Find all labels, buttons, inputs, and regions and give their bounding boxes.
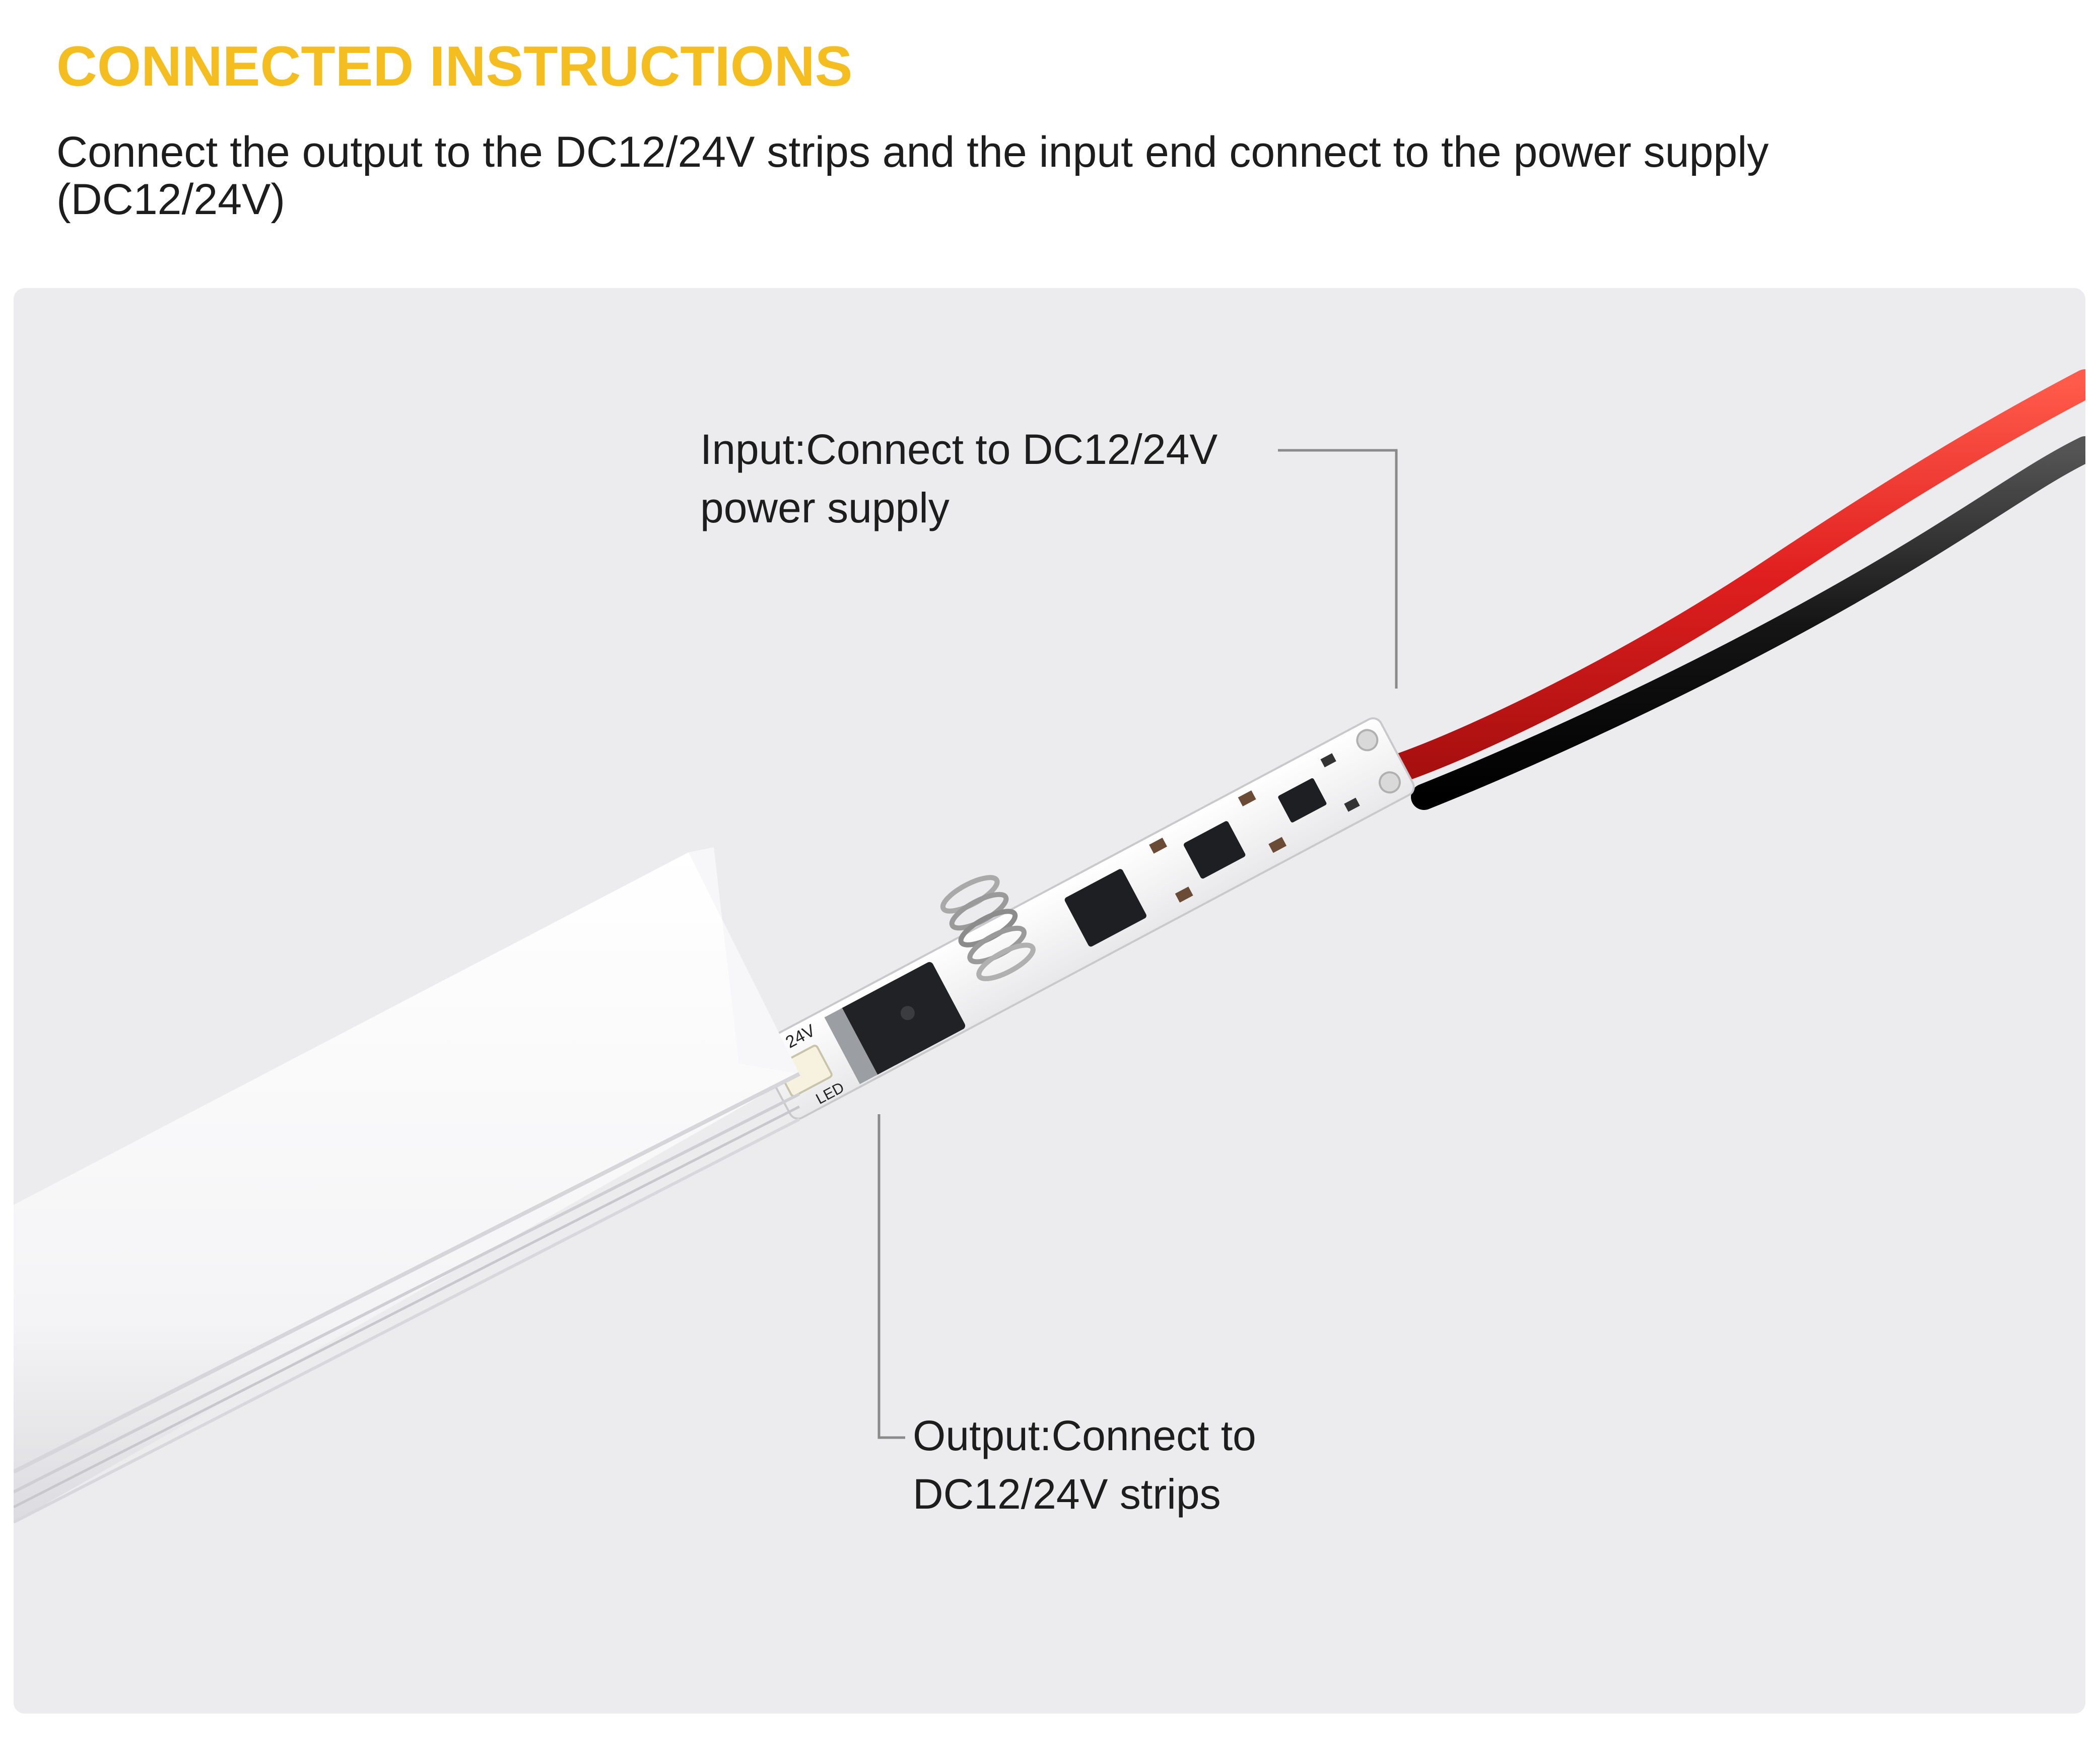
page-title: CONNECTED INSTRUCTIONS xyxy=(56,35,853,98)
input-callout-line2: power supply xyxy=(700,484,950,531)
product-photo: 24V LED Input:Connect to DC12/24V power … xyxy=(14,288,2085,1714)
output-leader-line xyxy=(877,1114,905,1439)
power-wires xyxy=(1389,369,2085,810)
callout-lines xyxy=(877,449,1398,1439)
input-callout: Input:Connect to DC12/24V power supply xyxy=(700,420,1217,537)
controller-illustration: 24V LED xyxy=(14,369,2085,1524)
page-description: Connect the output to the DC12/24V strip… xyxy=(56,128,1769,224)
controller-board: 24V LED xyxy=(756,717,1415,1120)
aluminium-profile xyxy=(14,847,800,1524)
output-callout-line2: DC12/24V strips xyxy=(913,1470,1221,1518)
input-leader-line xyxy=(1278,449,1398,689)
input-callout-line1: Input:Connect to DC12/24V xyxy=(700,426,1218,473)
output-callout-line1: Output:Connect to xyxy=(913,1412,1256,1459)
output-callout: Output:Connect to DC12/24V strips xyxy=(913,1406,1256,1523)
